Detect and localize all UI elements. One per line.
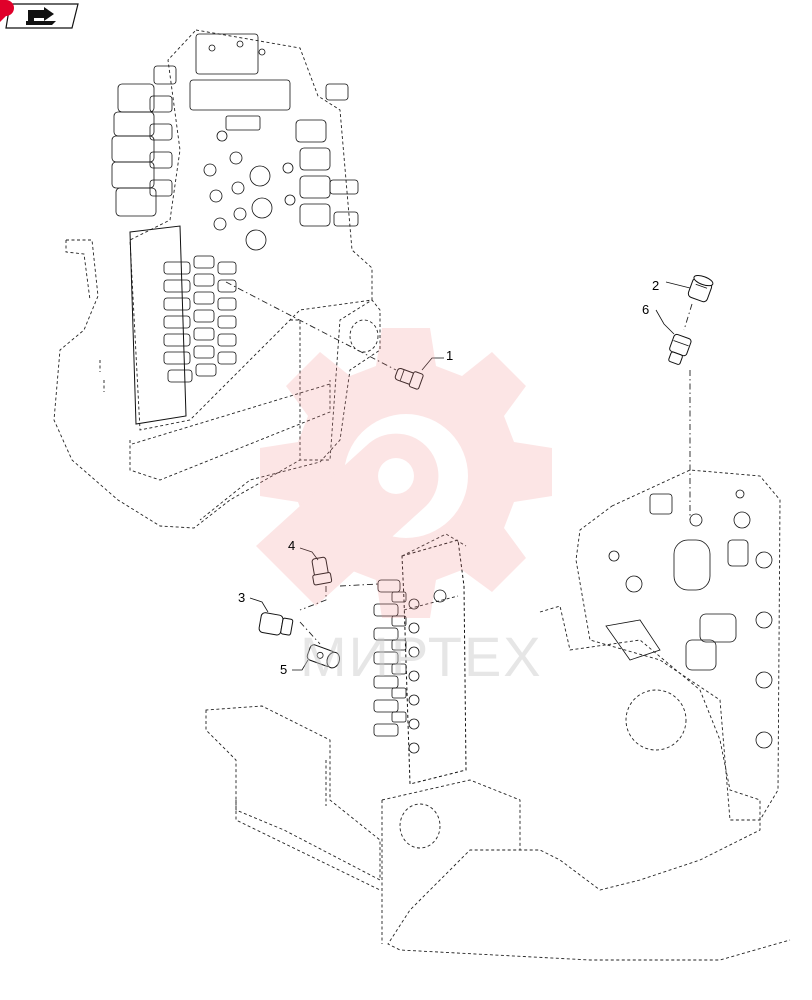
watermark-text: МИРТЕХ: [300, 625, 543, 688]
part-6-fitting: [655, 309, 692, 365]
callout-3: 3: [238, 590, 245, 605]
upper-valve-assembly: [53, 29, 381, 529]
part-4-fitting: [299, 547, 333, 586]
callout-2: 2: [652, 278, 659, 293]
callout-4: 4: [288, 538, 295, 553]
nav-back-button[interactable]: [4, 2, 80, 30]
callout-1: 1: [446, 348, 453, 363]
nav-badge: [0, 0, 14, 22]
lower-valve-assembly: [205, 469, 791, 961]
part-2-fitting: [665, 275, 714, 303]
watermark: [256, 328, 552, 618]
callout-6: 6: [642, 302, 649, 317]
gear-wrench-icon: [256, 328, 552, 618]
part-5-fitting: [292, 644, 341, 671]
back-arrow-icon: [26, 7, 56, 25]
part-1-fitting: [225, 281, 444, 390]
part-3-fitting: [249, 597, 294, 636]
callout-5: 5: [280, 662, 287, 677]
